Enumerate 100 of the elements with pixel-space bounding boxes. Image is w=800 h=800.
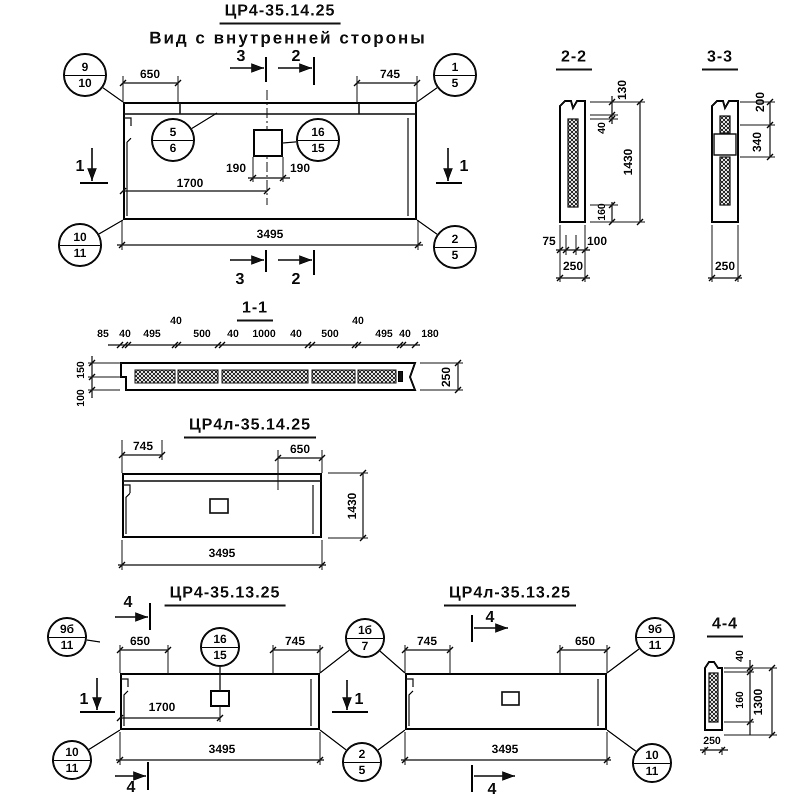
callout-number: 7 xyxy=(362,638,368,654)
callout-circle xyxy=(63,53,107,97)
section-mark-label: 3 xyxy=(236,49,246,65)
section-mark-label: 2 xyxy=(292,272,300,288)
callout-number: 11 xyxy=(60,637,74,653)
dimension-value: 1300 xyxy=(752,688,764,716)
dimension-value: 3495 xyxy=(492,743,518,755)
leader-line xyxy=(282,141,296,144)
section-mark-label: 1 xyxy=(460,159,468,175)
leader-line xyxy=(416,219,438,235)
callout-number: 10 xyxy=(645,747,659,763)
callout-number: 1 xyxy=(452,59,458,75)
dimension-value: 40 xyxy=(290,328,302,340)
callout-number: 16 xyxy=(213,631,227,647)
dimension-value: 650 xyxy=(290,443,310,455)
callout-circle xyxy=(345,618,385,658)
window-opening xyxy=(253,129,283,157)
section-mark-label: 2 xyxy=(292,49,300,65)
callout-number: 15 xyxy=(213,647,227,663)
callout-number: 11 xyxy=(74,245,86,261)
drawing-title: 1-1 xyxy=(236,300,274,322)
dimension-value: 340 xyxy=(751,132,763,152)
dimension-value: 40 xyxy=(119,328,131,340)
dimension-value: 3495 xyxy=(256,228,284,240)
drawing-title: 3-3 xyxy=(702,50,738,70)
drawing-title: ЦР4-35.14.25 xyxy=(220,4,340,24)
dimension-value: 500 xyxy=(321,328,339,340)
callout-number: 9б xyxy=(60,621,74,637)
leader-line xyxy=(320,729,346,750)
dimension-value: 250 xyxy=(703,736,721,746)
drawing-title: 2-2 xyxy=(556,50,592,70)
dimension-value: 40 xyxy=(170,316,182,326)
dimension-value: 1000 xyxy=(252,328,276,340)
wall-panel-drawing xyxy=(122,473,322,538)
leader-line xyxy=(606,729,636,752)
callout-circle xyxy=(296,118,340,162)
dimension-value: 500 xyxy=(193,328,211,340)
callout-circle xyxy=(342,742,382,782)
callout-circle xyxy=(58,223,102,267)
dimension-value: 495 xyxy=(143,328,161,340)
drawing-title: 4-4 xyxy=(706,616,744,638)
leader-line xyxy=(416,87,438,103)
callout-number: 11 xyxy=(648,637,662,653)
dimension-value: 160 xyxy=(734,691,746,709)
dimension-value: 745 xyxy=(380,68,400,80)
dimension-value: 85 xyxy=(97,328,109,340)
dimension-value: 40 xyxy=(596,122,608,134)
dimension-value: 1430 xyxy=(622,148,634,176)
callout-number: 9 xyxy=(82,59,88,75)
dimension-value: 40 xyxy=(227,328,239,340)
section-mark-label: 3 xyxy=(236,272,244,288)
dimension-value: 1700 xyxy=(176,177,204,189)
callout-circle xyxy=(632,743,672,783)
callout-number: 11 xyxy=(66,760,78,776)
dimension-value: 100 xyxy=(76,389,86,407)
callout-number: 10 xyxy=(73,229,87,245)
dimension-value: 650 xyxy=(130,635,150,647)
section-mark-label: 1 xyxy=(76,159,84,175)
wall-panel-drawing xyxy=(123,102,417,220)
dimension-value: 250 xyxy=(440,366,452,388)
wall-panel-drawing xyxy=(120,673,320,730)
callout-number: 11 xyxy=(646,763,658,779)
dimension-value: 190 xyxy=(290,162,310,174)
callout-number: 15 xyxy=(311,140,325,156)
leader-line xyxy=(102,87,124,103)
wall-panel-drawing xyxy=(405,673,607,730)
leader-line xyxy=(98,219,124,234)
callout-circle xyxy=(47,617,87,657)
callout-number: 6 xyxy=(170,140,176,156)
callout-number: 16 xyxy=(311,124,325,140)
dimension-value: 40 xyxy=(399,328,411,340)
leader-line xyxy=(380,650,406,674)
dimension-value: 250 xyxy=(562,260,584,272)
callout-number: 5 xyxy=(358,762,366,778)
callout-number: 5 xyxy=(452,75,458,91)
drawing-title: ЦР4л-35.14.25 xyxy=(184,418,316,438)
leader-line xyxy=(86,639,100,643)
callout-circle xyxy=(52,740,92,780)
dimension-value: 180 xyxy=(421,328,439,340)
dimension-value: 1700 xyxy=(148,701,176,713)
section-mark-label: 4 xyxy=(486,610,494,626)
leader-line xyxy=(320,650,350,674)
callout-number: 1б xyxy=(358,622,372,638)
dimension-value: 3495 xyxy=(208,743,236,755)
section-mark-label: 4 xyxy=(124,595,132,611)
dimension-value: 100 xyxy=(586,235,608,247)
section-mark-label: 1 xyxy=(80,692,88,708)
callout-number: 5 xyxy=(452,247,458,263)
callout-number: 10 xyxy=(65,744,79,760)
callout-number: 2 xyxy=(358,746,366,762)
dimension-value: 250 xyxy=(714,260,736,272)
dimension-value: 40 xyxy=(352,316,364,326)
leader-line xyxy=(378,729,406,751)
window-opening xyxy=(210,690,230,707)
dimension-value: 190 xyxy=(226,162,246,174)
dimension-value: 75 xyxy=(542,235,556,247)
callout-circle xyxy=(433,225,477,269)
dimension-value: 1430 xyxy=(346,492,358,520)
dimension-value: 745 xyxy=(416,635,438,647)
view-caption: Вид с внутренней стороны xyxy=(149,30,427,46)
